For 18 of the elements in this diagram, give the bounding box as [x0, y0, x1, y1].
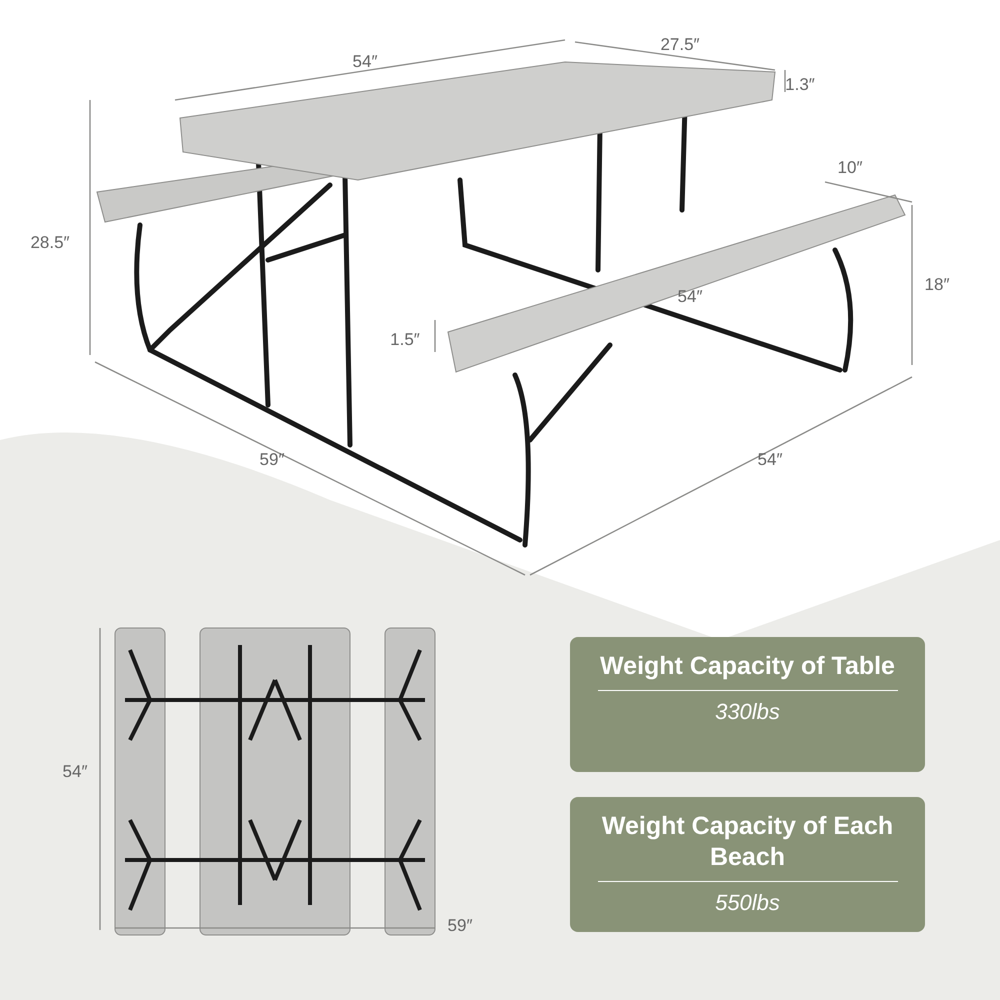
dimension-label: 27.5″: [660, 35, 700, 55]
dimension-label: 54″: [758, 450, 782, 470]
dimension-label: 59″: [260, 450, 284, 470]
info-card: [570, 797, 925, 932]
dimension-label: 59″: [448, 916, 472, 936]
weight-value: 550lbs: [714, 890, 781, 916]
dimension-label: 1.3″: [785, 75, 815, 95]
dimension-label: 54″: [352, 52, 378, 72]
card-heading: Weight Capacity of Table: [599, 651, 896, 682]
dimension-label: 1.5″: [390, 330, 420, 350]
weight-value: 330lbs: [714, 699, 781, 725]
dimension-label: 10″: [838, 158, 862, 178]
dimension-label: 54″: [62, 762, 88, 782]
info-card: [570, 637, 925, 772]
dimension-label: 28.5″: [30, 233, 70, 253]
dimension-label: 18″: [924, 275, 950, 295]
card-heading: Weight Capacity of Each Beach: [600, 811, 894, 873]
dimension-label: 54″: [678, 287, 702, 307]
